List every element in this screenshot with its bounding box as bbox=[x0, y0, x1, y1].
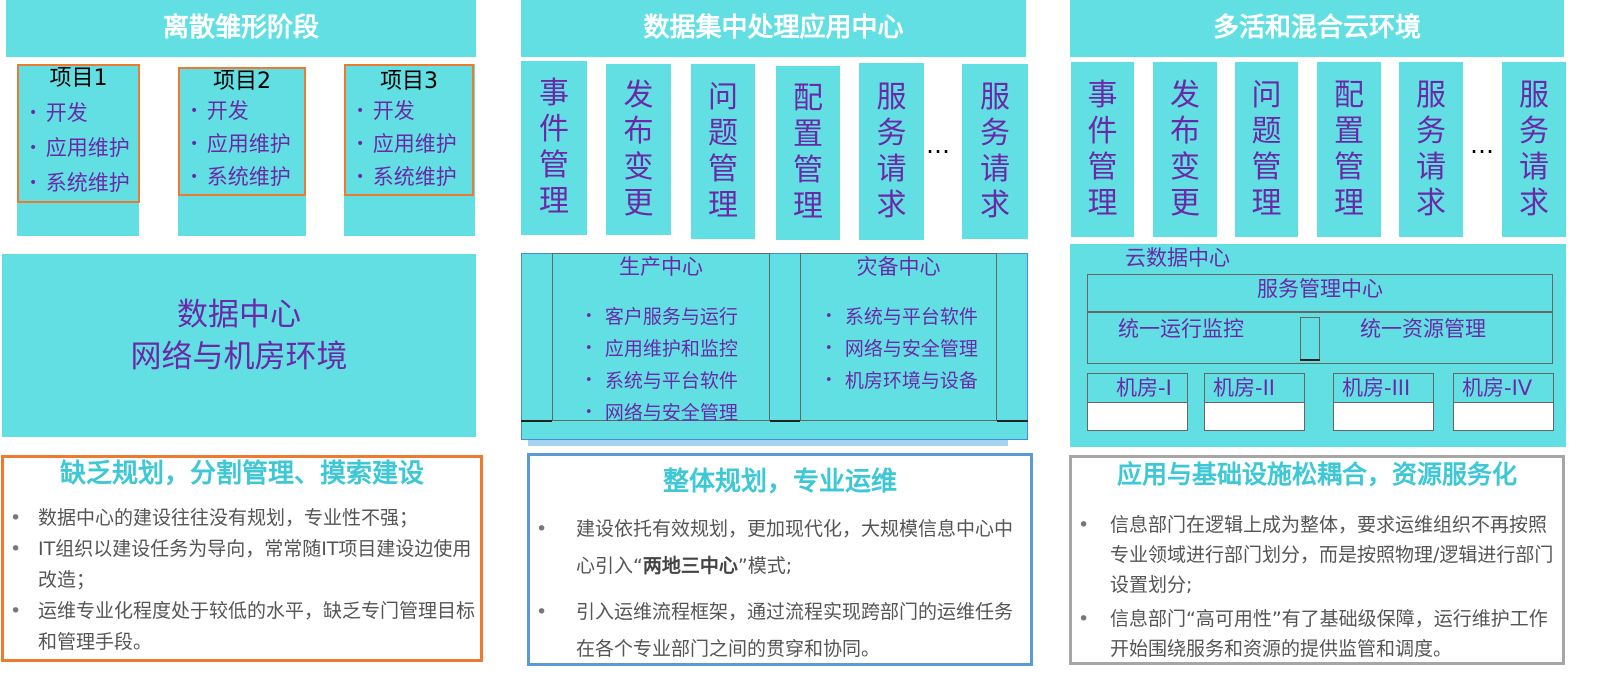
service-center-divider bbox=[1087, 311, 1553, 313]
right-header-text: 多活和混合云环境 bbox=[1212, 13, 1421, 43]
project-3-box: 项目3 开发 应用维护 系统维护 bbox=[344, 64, 474, 196]
middle-header: 数据集中处理应用中心 bbox=[521, 0, 1026, 57]
summary-text: ”模式; bbox=[737, 555, 793, 577]
service-management-center: 服务管理中心 bbox=[1087, 274, 1553, 364]
machine-room-1: 机房-I bbox=[1087, 373, 1188, 431]
left-summary-box: 缺乏规划，分割管理、摸索建设 数据中心的建设往往没有规划，专业性不强； IT组织… bbox=[1, 455, 483, 662]
process-label: 事件管理 bbox=[539, 76, 569, 219]
right-summary-box: 应用与基础设施松耦合，资源服务化 信息部门在逻辑上成为整体，要求运维组织不再按照… bbox=[1069, 455, 1565, 665]
process-release-change: 发布变更 bbox=[606, 64, 671, 235]
project-item: 开发 bbox=[190, 95, 304, 128]
process-label: 事件管理 bbox=[1087, 77, 1118, 221]
summary-item: 信息部门在逻辑上成为整体，要求运维组织不再按照专业领域进行部门划分，而是按照物理… bbox=[1072, 510, 1562, 600]
project-item: 开发 bbox=[356, 95, 472, 128]
dc-divider bbox=[521, 420, 552, 422]
middle-summary-title: 整体规划，专业运维 bbox=[662, 467, 897, 497]
dr-center-box: 灾备中心 系统与平台软件 网络与安全管理 机房环境与设备 bbox=[800, 253, 997, 421]
process-event-management: 事件管理 bbox=[1071, 62, 1134, 237]
left-header-text: 离散雏形阶段 bbox=[162, 13, 319, 43]
project-item: 系统维护 bbox=[356, 161, 472, 194]
right-summary-title: 应用与基础设施松耦合，资源服务化 bbox=[1116, 460, 1517, 489]
project-item: 系统维护 bbox=[190, 161, 304, 194]
left-summary-title: 缺乏规划，分割管理、摸索建设 bbox=[59, 459, 424, 489]
summary-item: 引入运维流程框架，通过流程实现跨部门的运维任务在各个专业部门之间的贯穿和协同。 bbox=[530, 594, 1030, 668]
summary-item: 运维专业化程度处于较低的水平，缺乏专门管理目标和管理手段。 bbox=[4, 596, 480, 658]
process-label: 配置管理 bbox=[1334, 77, 1364, 221]
project-2-box: 项目2 开发 应用维护 系统维护 bbox=[178, 67, 306, 196]
process-service-request-n: 服务请求 bbox=[1502, 62, 1566, 237]
middle-summary-box: 整体规划，专业运维 建设依托有效规划，更加现代化，大规模信息中心中心引入“两地三… bbox=[527, 453, 1033, 666]
project-title: 项目2 bbox=[213, 69, 271, 94]
process-release-change: 发布变更 bbox=[1153, 62, 1217, 237]
summary-item: IT组织以建设任务为导向，常常随IT项目建设边使用改造； bbox=[4, 534, 480, 596]
service-center-gap-line bbox=[1300, 359, 1320, 361]
production-item: 客户服务与运行 bbox=[585, 301, 769, 333]
process-config-management: 配置管理 bbox=[1317, 62, 1381, 237]
production-item: 网络与安全管理 bbox=[585, 397, 769, 429]
summary-highlight: 两地三中心 bbox=[642, 555, 738, 577]
project-item: 应用维护 bbox=[29, 131, 138, 166]
dc-shadow bbox=[528, 436, 1008, 446]
unified-resource-management: 统一资源管理 bbox=[1360, 317, 1486, 341]
dr-item: 系统与平台软件 bbox=[825, 301, 996, 333]
summary-item: 数据中心的建设往往没有规划，专业性不强； bbox=[4, 503, 480, 534]
right-header: 多活和混合云环境 bbox=[1070, 0, 1564, 57]
dc-divider bbox=[997, 420, 1028, 422]
process-label: 服务请求 bbox=[876, 79, 907, 223]
room-label: 机房-IV bbox=[1454, 374, 1553, 403]
process-label: 服务请求 bbox=[980, 79, 1010, 223]
dr-item: 机房环境与设备 bbox=[825, 365, 996, 397]
dc-divider bbox=[770, 420, 800, 422]
process-event-management: 事件管理 bbox=[521, 61, 587, 235]
ellipsis: … bbox=[1470, 131, 1494, 159]
process-label: 服务请求 bbox=[1416, 77, 1446, 221]
env-line-1: 数据中心 bbox=[177, 297, 301, 333]
process-problem-management: 问题管理 bbox=[1235, 62, 1298, 237]
process-label: 发布变更 bbox=[623, 77, 654, 221]
dr-item: 网络与安全管理 bbox=[825, 333, 996, 365]
machine-room-2: 机房-II bbox=[1204, 373, 1305, 431]
project-title: 项目3 bbox=[380, 69, 438, 94]
process-label: 问题管理 bbox=[708, 79, 738, 223]
process-service-request: 服务请求 bbox=[1399, 62, 1463, 237]
process-config-management: 配置管理 bbox=[776, 66, 840, 240]
project-1-box: 项目1 开发 应用维护 系统维护 bbox=[17, 64, 140, 203]
left-header: 离散雏形阶段 bbox=[6, 0, 476, 57]
middle-header-text: 数据集中处理应用中心 bbox=[643, 13, 904, 43]
project-item: 应用维护 bbox=[356, 128, 472, 161]
service-center-gap bbox=[1300, 317, 1320, 361]
process-service-request-n: 服务请求 bbox=[962, 64, 1028, 239]
production-center-box: 生产中心 客户服务与运行 应用维护和监控 系统与平台软件 网络与安全管理 bbox=[552, 253, 770, 424]
datacenter-environment-box: 数据中心 网络与机房环境 bbox=[2, 254, 476, 437]
ellipsis: … bbox=[926, 131, 950, 159]
process-label: 服务请求 bbox=[1519, 77, 1549, 221]
process-label: 发布变更 bbox=[1170, 77, 1200, 221]
process-label: 配置管理 bbox=[793, 81, 823, 224]
room-label: 机房-III bbox=[1334, 374, 1433, 403]
summary-item: 建设依托有效规划，更加现代化，大规模信息中心中心引入“两地三中心”模式; bbox=[530, 511, 1030, 585]
cloud-dc-title: 云数据中心 bbox=[1125, 246, 1230, 270]
project-item: 开发 bbox=[29, 96, 138, 131]
process-problem-management: 问题管理 bbox=[691, 64, 755, 239]
production-item: 应用维护和监控 bbox=[585, 333, 769, 365]
process-service-request: 服务请求 bbox=[859, 63, 924, 240]
summary-text: 建设依托有效规划，更加现代化，大规模信息中心中心引入“ bbox=[576, 518, 1014, 577]
production-item: 系统与平台软件 bbox=[585, 365, 769, 397]
project-item: 系统维护 bbox=[29, 166, 138, 201]
project-title: 项目1 bbox=[49, 66, 108, 91]
unified-monitoring: 统一运行监控 bbox=[1118, 317, 1244, 341]
production-center-title: 生产中心 bbox=[619, 255, 703, 279]
room-label: 机房-II bbox=[1205, 374, 1304, 403]
project-item: 应用维护 bbox=[190, 128, 304, 161]
room-label: 机房-I bbox=[1088, 374, 1187, 403]
machine-room-3: 机房-III bbox=[1333, 373, 1434, 431]
summary-item: 信息部门“高可用性”有了基础级保障，运行维护工作开始围绕服务和资源的提供监管和调… bbox=[1072, 604, 1562, 664]
service-center-title: 服务管理中心 bbox=[1257, 277, 1383, 301]
process-label: 问题管理 bbox=[1251, 77, 1282, 221]
dr-center-title: 灾备中心 bbox=[856, 255, 941, 279]
machine-room-4: 机房-IV bbox=[1453, 373, 1554, 431]
env-line-2: 网络与机房环境 bbox=[130, 339, 348, 375]
